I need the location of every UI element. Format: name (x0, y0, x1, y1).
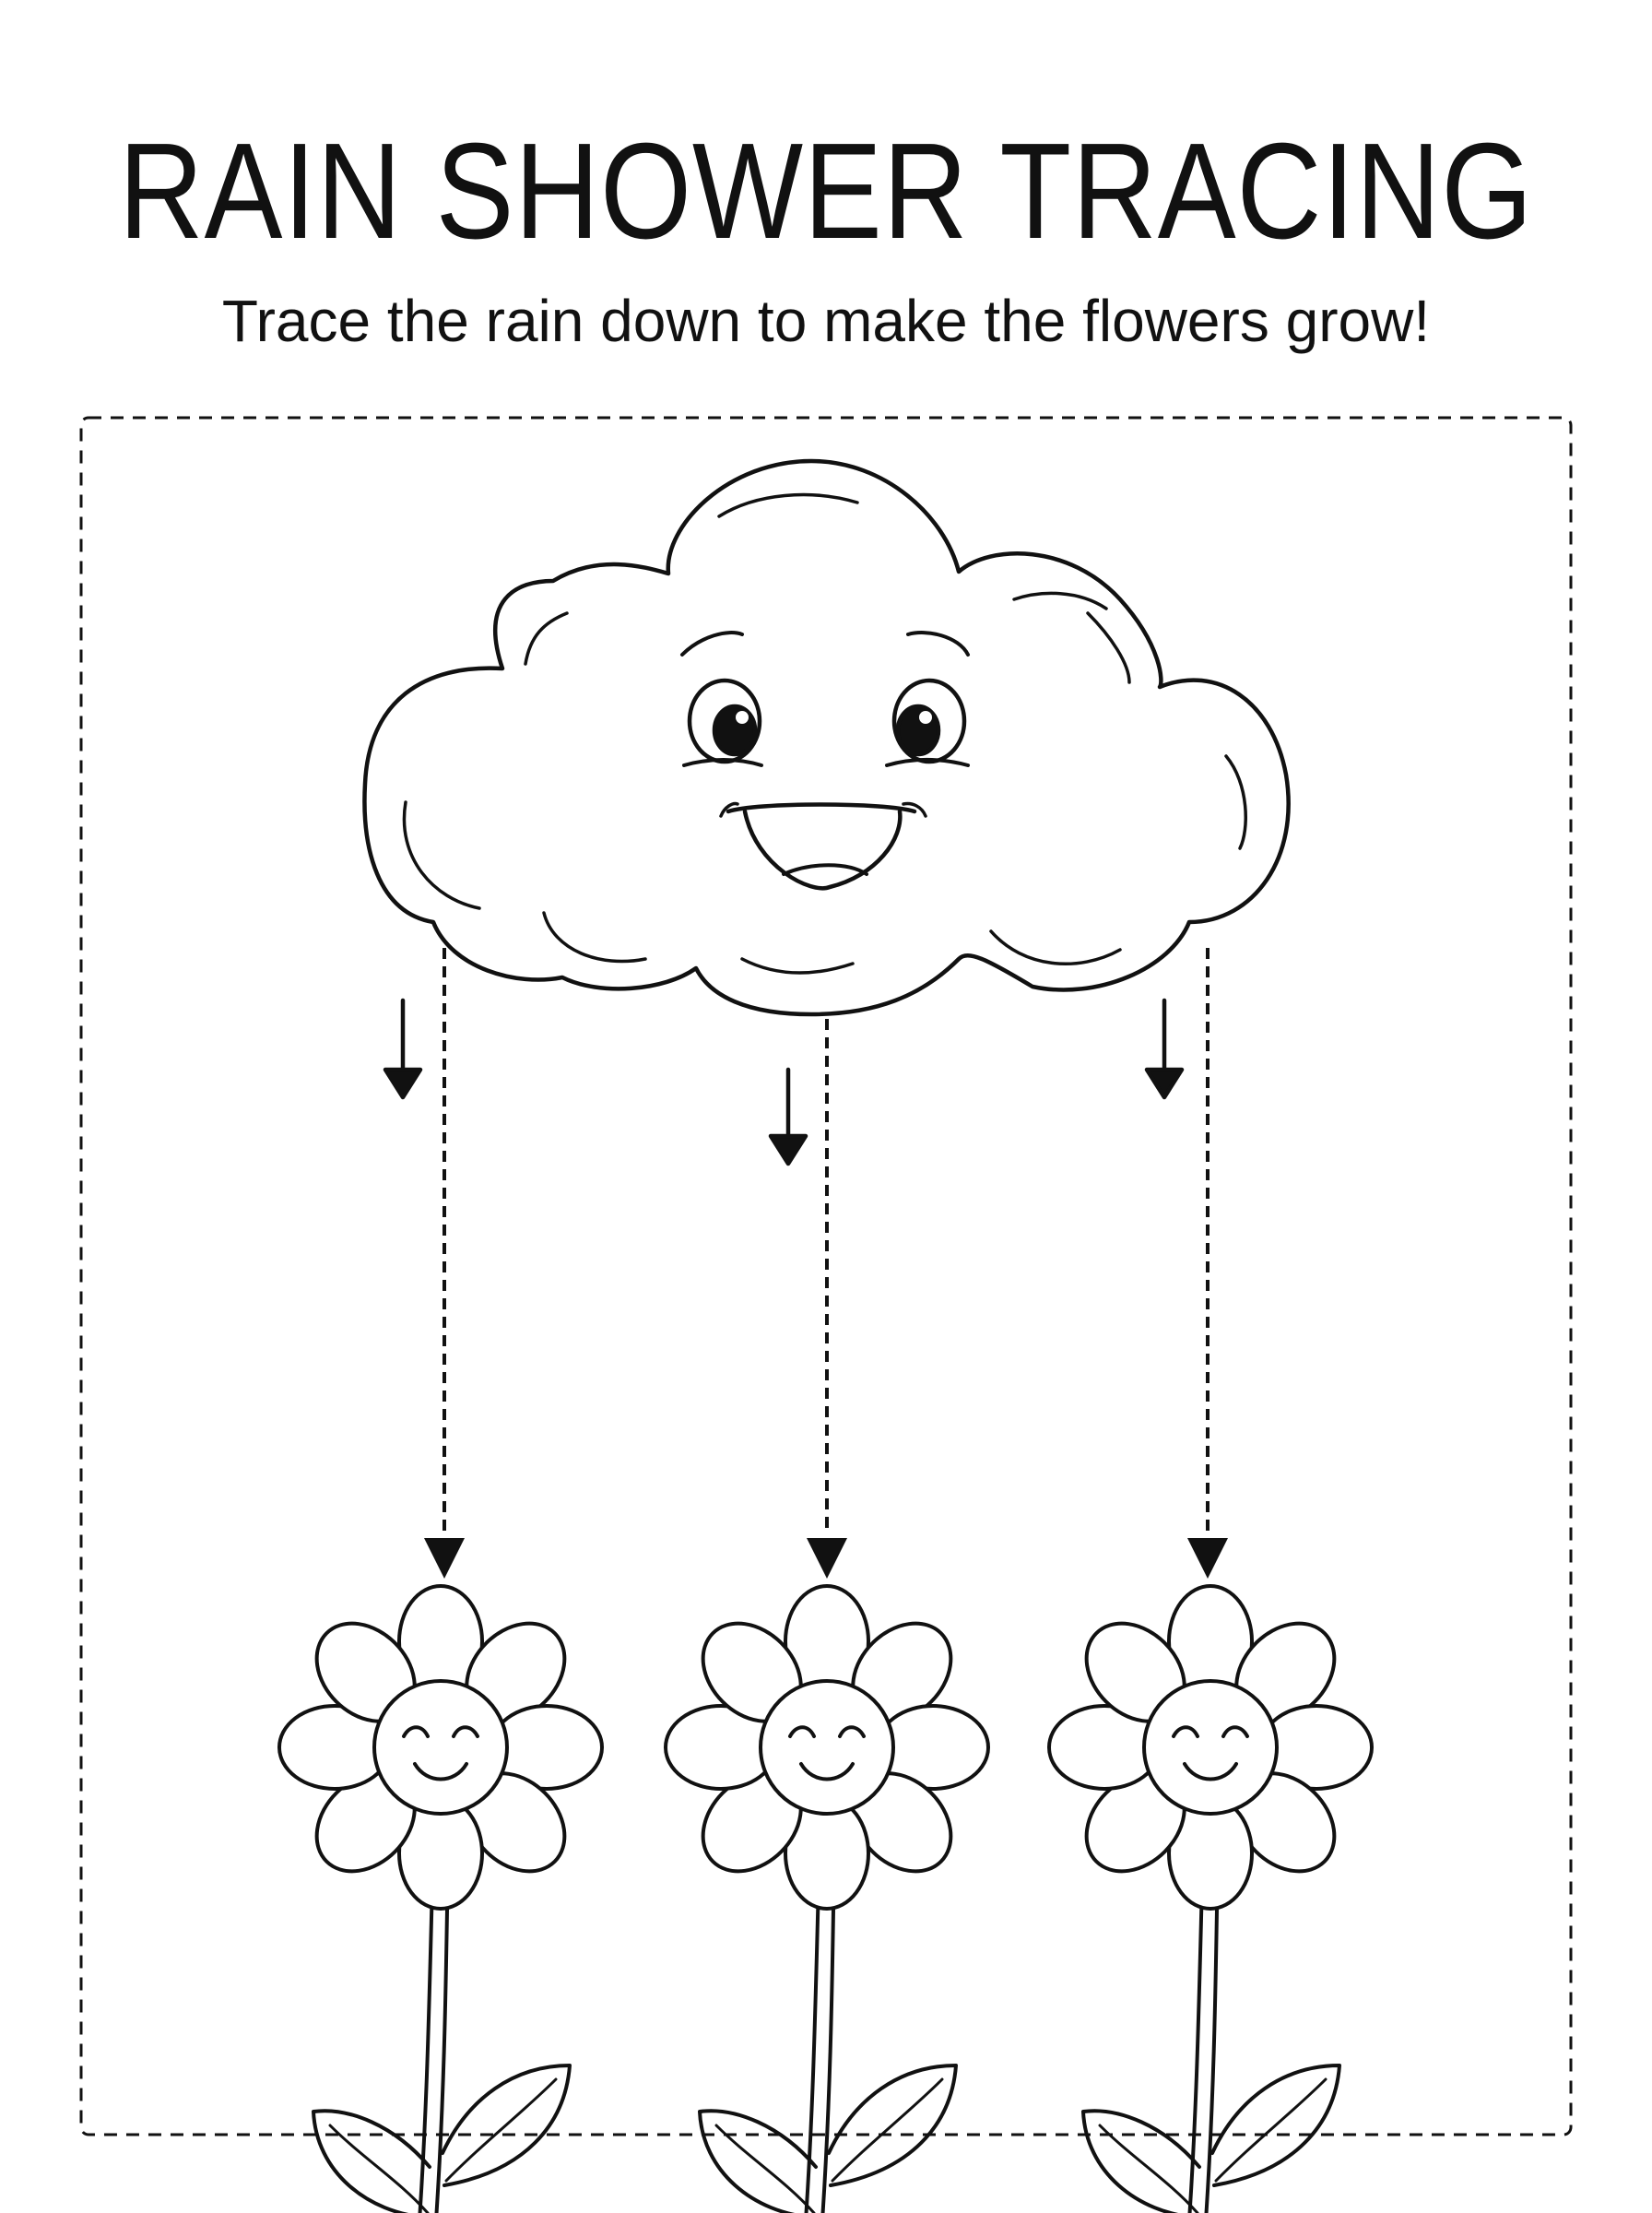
arrowhead-right-icon (1187, 1538, 1228, 1579)
arrowhead-center-icon (807, 1538, 847, 1579)
worksheet-instruction: Trace the rain down to make the flowers … (221, 288, 1431, 354)
direction-arrows (383, 998, 1185, 1166)
rain-trace-lines (442, 948, 1210, 1531)
worksheet-title: RAIN SHOWER TRACING (118, 115, 1534, 267)
down-arrow-icon (1144, 998, 1185, 1100)
smiling-flower-left-icon (277, 1584, 604, 2213)
arrowhead-left-icon (424, 1538, 465, 1579)
down-arrow-icon (383, 998, 423, 1100)
smiling-cloud-icon (362, 458, 1291, 1017)
smiling-flower-center-icon (664, 1584, 990, 2213)
down-arrow-icon (768, 1067, 808, 1166)
rain-trace-arrowheads (424, 1538, 1228, 1579)
tracing-frame (79, 416, 1573, 2136)
smiling-flower-right-icon (1047, 1584, 1374, 2213)
